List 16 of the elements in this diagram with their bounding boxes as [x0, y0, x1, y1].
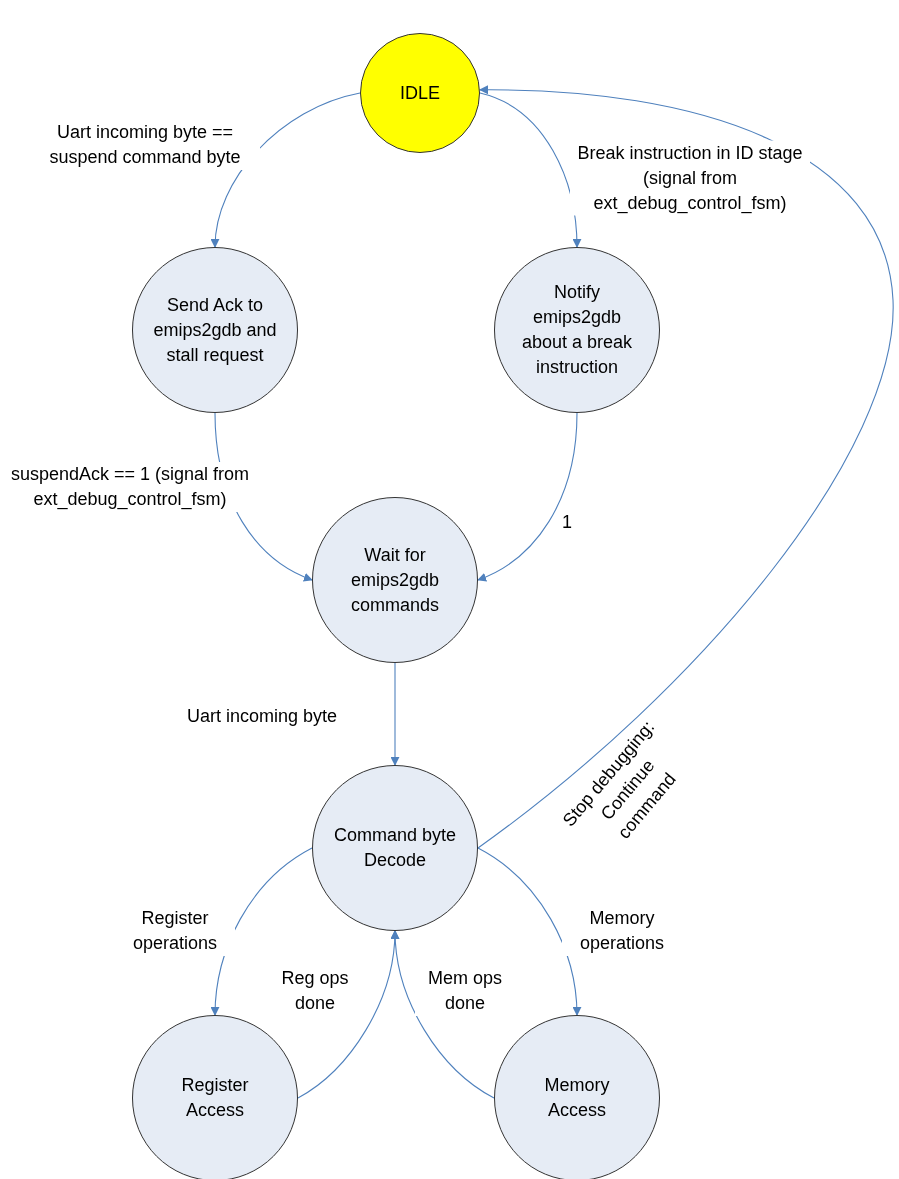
state-name: Wait for emips2gdb commands — [349, 543, 441, 617]
state-name: Command byte Decode — [332, 824, 458, 872]
arrow — [477, 412, 578, 581]
arrow — [479, 92, 582, 248]
arrow — [390, 662, 400, 766]
state-name: Memory Access — [543, 1074, 611, 1122]
state-name: Send Ack to emips2gdb and stall request — [152, 293, 278, 367]
arrow — [477, 85, 894, 849]
arrow — [390, 930, 495, 1099]
state-name: Notify emips2gdb about a break instruction — [520, 281, 634, 379]
state-name: Register Access — [180, 1074, 250, 1122]
edge-label: Break instruction in ID stage (signal from ext_debug_control_fsm) — [570, 140, 810, 216]
edge-label: suspendAck == 1 (signal from ext_debug_control_fsm) — [10, 462, 250, 512]
arrow — [211, 92, 361, 248]
state-name: IDLE — [399, 81, 441, 105]
arrow — [477, 847, 582, 1016]
